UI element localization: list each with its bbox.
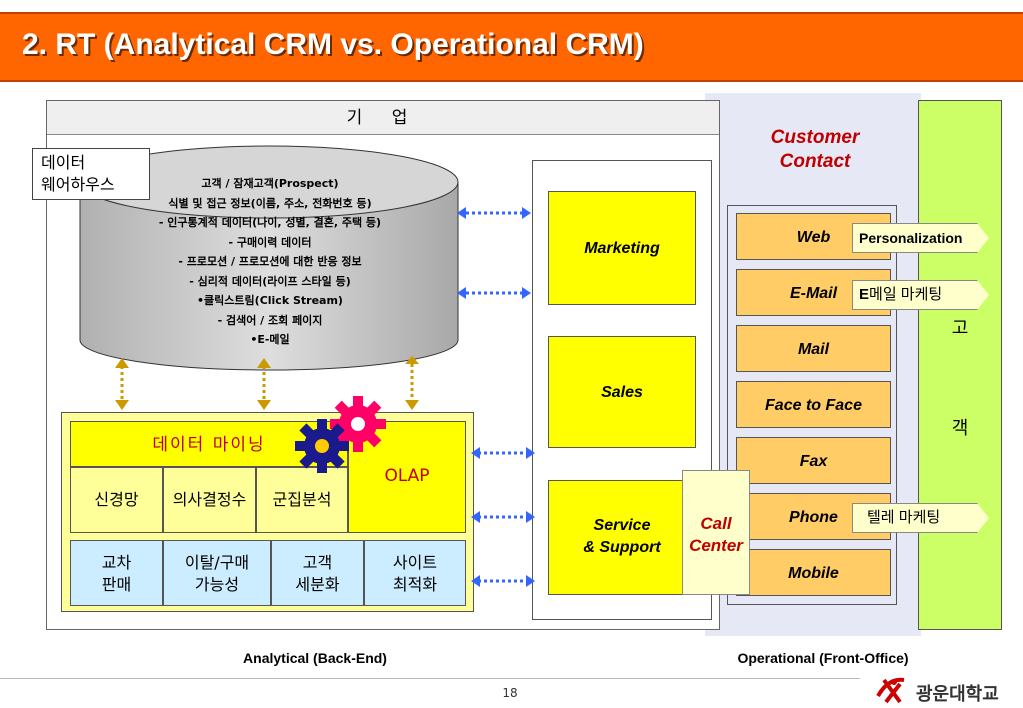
dw-line-9: •E-메일 bbox=[250, 333, 290, 346]
dw-line-7: •클릭스트림(Click Stream) bbox=[197, 294, 343, 307]
channel-fax: Fax bbox=[736, 437, 891, 484]
service-support-box: Service & Support bbox=[548, 480, 696, 595]
call-center-box: Call Center bbox=[682, 470, 750, 595]
callout-email-tip bbox=[977, 280, 989, 310]
channel-mail: Mail bbox=[736, 325, 891, 372]
customer-char-2: 객 bbox=[951, 418, 969, 439]
analytical-label: Analytical (Back-End) bbox=[243, 650, 387, 666]
method-neural-network: 신경망 bbox=[70, 467, 163, 533]
marketing-box: Marketing bbox=[548, 191, 696, 305]
app-site-optimization: 사이트 최적화 bbox=[364, 540, 466, 606]
dw-line-3: - 인구통계적 데이터(나이, 성별, 결혼, 주택 등) bbox=[158, 216, 382, 229]
dw-to-mining-arrows bbox=[115, 356, 419, 410]
callout-email-marketing: E메일 마케팅 bbox=[852, 280, 978, 310]
dw-line-5: - 프로모션 / 프로모션에 대한 반응 정보 bbox=[178, 255, 362, 268]
channel-mobile: Mobile bbox=[736, 549, 891, 596]
dw-line-8: - 검색어 / 조회 페이지 bbox=[217, 314, 323, 327]
callout-tele-marketing: 텔레 마케팅 bbox=[852, 503, 978, 533]
gears-icon bbox=[295, 396, 386, 473]
method-clustering: 군집분석 bbox=[256, 467, 348, 533]
channel-face-to-face: Face to Face bbox=[736, 381, 891, 428]
callout-personalization: Personalization bbox=[852, 223, 978, 253]
dw-label-line1: 데이터 bbox=[41, 153, 86, 172]
title-bar bbox=[0, 12, 1023, 82]
customer-char-1: 고 bbox=[951, 318, 969, 339]
dw-line-2: 식별 및 접근 정보(이름, 주소, 전화번호 등) bbox=[168, 197, 372, 210]
data-warehouse-label: 데이터 웨어하우스 bbox=[32, 148, 150, 200]
callout-personalization-tip bbox=[977, 223, 989, 253]
app-churn-purchase: 이탈/구매 가능성 bbox=[163, 540, 271, 606]
enterprise-header: 기 업 bbox=[47, 101, 719, 135]
customer-bar bbox=[918, 100, 1002, 630]
app-segmentation: 고객 세분화 bbox=[271, 540, 364, 606]
customer-contact-title: Customer Contact bbox=[770, 127, 860, 172]
operational-label: Operational (Front-Office) bbox=[737, 650, 909, 666]
dw-label-line2: 웨어하우스 bbox=[41, 175, 115, 194]
footer-divider bbox=[0, 678, 860, 679]
callout-tele-tip bbox=[977, 503, 989, 533]
university-logo-text: 광운대학교 bbox=[916, 684, 999, 705]
olap-box: OLAP bbox=[348, 421, 466, 533]
page-number: 18 bbox=[502, 686, 518, 700]
university-logo-icon bbox=[876, 677, 905, 704]
dw-line-6: - 심리적 데이터(라이프 스타일 등) bbox=[189, 275, 351, 288]
dw-to-functions-arrows bbox=[457, 207, 535, 587]
dw-line-1: 고객 / 잠재고객(Prospect) bbox=[201, 177, 339, 190]
sales-box: Sales bbox=[548, 336, 696, 448]
slide-title: 2. RT (Analytical CRM vs. Operational CR… bbox=[22, 28, 644, 61]
method-decision-tree: 의사결정수 bbox=[163, 467, 256, 533]
data-warehouse-cylinder bbox=[79, 145, 459, 371]
dw-line-4: - 구매이력 데이터 bbox=[228, 236, 312, 249]
app-cross-selling: 교차 판매 bbox=[70, 540, 163, 606]
